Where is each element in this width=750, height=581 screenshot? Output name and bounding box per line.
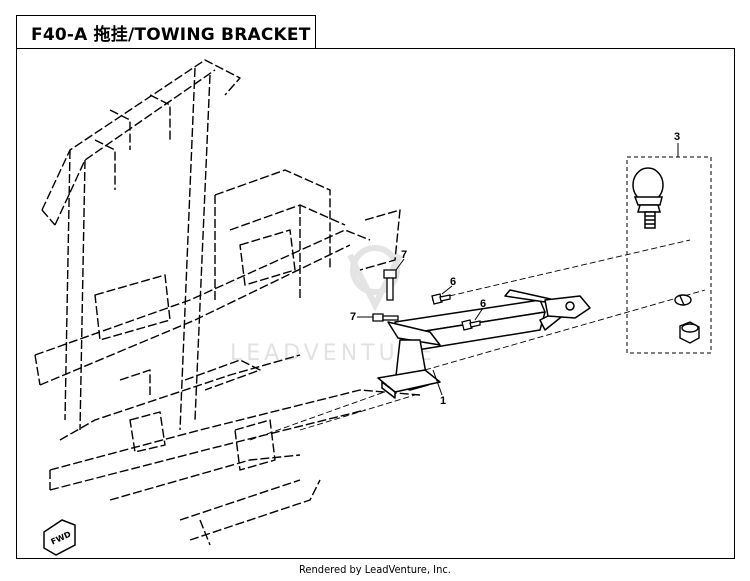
footer-credit: Rendered by LeadVenture, Inc.	[299, 563, 451, 576]
towing-bracket	[377, 289, 591, 399]
bolt-lower	[372, 313, 399, 322]
lock-washer	[674, 294, 692, 306]
title-box: F40-A 拖挂/TOWING BRACKET	[16, 15, 316, 49]
leader-lines	[249, 239, 706, 441]
screw-upper	[431, 293, 451, 305]
diagram-frame	[16, 48, 735, 559]
tow-ball-group-box	[626, 156, 712, 354]
screw-lower	[461, 319, 481, 331]
callout-7-lower: 7	[350, 311, 356, 323]
callout-6-lower: 6	[480, 298, 486, 310]
fwd-arrow-icon: FWD	[43, 519, 76, 556]
callout-6-upper: 6	[450, 276, 456, 288]
callout-3: 3	[674, 131, 680, 143]
callout-1: 1	[440, 395, 446, 407]
tow-ball	[632, 167, 664, 229]
callout-7-upper: 7	[401, 249, 407, 261]
bolt-upper	[383, 269, 397, 301]
nut	[679, 321, 700, 344]
diagram-title: F40-A 拖挂/TOWING BRACKET	[31, 24, 311, 45]
callout-leaders	[357, 143, 679, 396]
atv-frame	[34, 59, 421, 546]
